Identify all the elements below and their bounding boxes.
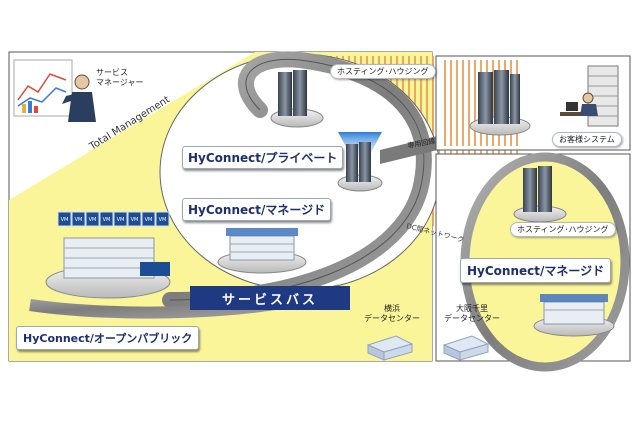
vm-tile [57,211,72,227]
service-manager-label: サービス マネージャー [96,68,143,88]
service-manager-line-2: マネージャー [96,78,144,87]
vm-tile-label: VM [159,217,167,223]
vm-tile [113,211,128,227]
managed-vm-cluster-right [533,294,615,337]
vm-tiles-left: VM VM VM VM VM VM VM VM [57,211,170,227]
osaka-dc-line-2: データセンター [444,314,500,323]
vm-tile [141,211,156,227]
hyconnect-private-label: HyConnect/プライベート [182,146,344,169]
vm-tile [71,211,86,227]
service-manager-line-1: サービス [96,68,128,77]
vm-tile [85,211,100,227]
vm-tile [99,211,114,227]
hosting-tower-right [513,166,567,223]
osaka-dc-label: 大阪千里 データセンター [444,304,500,324]
vm-tile-label: VM [117,217,125,223]
managed-vm-cluster-center [217,228,307,274]
osaka-dc-building [442,335,490,361]
private-tower [337,132,383,192]
vm-tile-label: VM [89,217,97,223]
vm-tile-label: VM [145,217,153,223]
yokohama-dc-label: 横浜 データセンター [364,304,420,324]
vm-tile-label: VM [75,217,83,223]
yokohama-dc-line-1: 横浜 [384,304,400,313]
vm-tile [127,211,142,227]
yokohama-dc-line-2: データセンター [364,314,420,323]
service-bus-label: サービスバス [190,286,350,310]
osaka-dc-line-1: 大阪千里 [456,304,488,313]
customer-system-label: お客様システム [552,132,622,147]
vm-tile-label: VM [61,217,69,223]
vm-tile-label: VM [131,217,139,223]
hosting-housing-right-label: ホスティング･ハウジング [510,222,616,237]
customer-server-tower [469,70,531,136]
customer-person-at-desk [560,92,598,116]
hosting-housing-top-label: ホスティング･ハウジング [330,64,436,79]
hyconnect-managed-right-label: HyConnect/マネージド [460,258,612,283]
hyconnect-open-public-label: HyConnect/オープンパブリック [16,326,200,350]
open-public-vm-cluster [45,237,171,299]
vm-tile [155,211,170,227]
hosting-tower-top [270,70,324,128]
presentation-board [13,59,73,117]
yokohama-dc-building [366,335,414,361]
hyconnect-managed-center-label: HyConnect/マネージド [182,198,332,221]
service-manager-person [62,74,96,122]
vm-tile-label: VM [103,217,111,223]
